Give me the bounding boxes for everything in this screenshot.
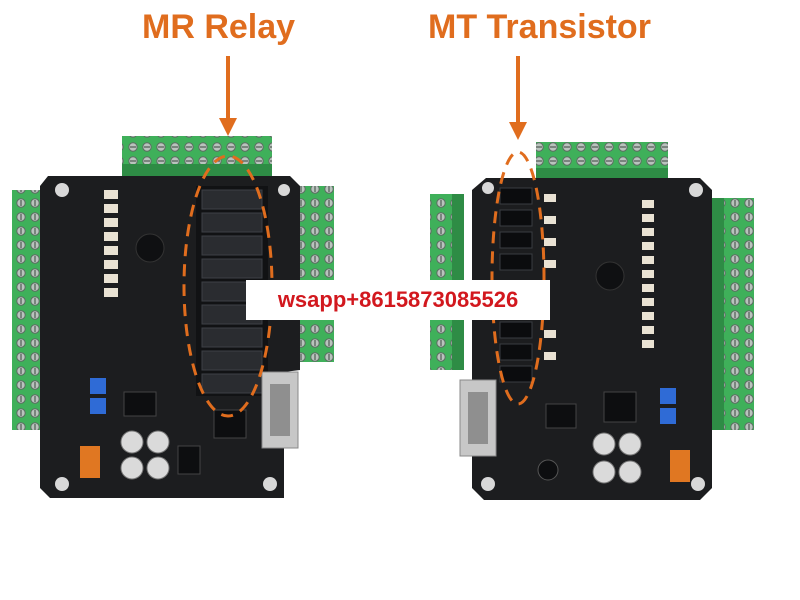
transistor-array: [499, 187, 556, 383]
mt-transistor-label: MT Transistor: [428, 8, 651, 46]
right-terminal-block: [298, 186, 334, 362]
right-terminal-block-right: [722, 198, 754, 430]
transistor-highlight-ellipse: [490, 150, 546, 406]
left-terminal-block: [12, 190, 42, 430]
mr-relay-board: [12, 56, 334, 498]
arrow-right: [509, 122, 527, 140]
contact-watermark: wsapp+8615873085526: [246, 280, 550, 320]
mr-relay-label: MR Relay: [142, 8, 296, 46]
arrow-left: [219, 118, 237, 136]
watermark-text: wsapp+8615873085526: [277, 287, 519, 312]
mt-transistor-board: [430, 56, 754, 500]
